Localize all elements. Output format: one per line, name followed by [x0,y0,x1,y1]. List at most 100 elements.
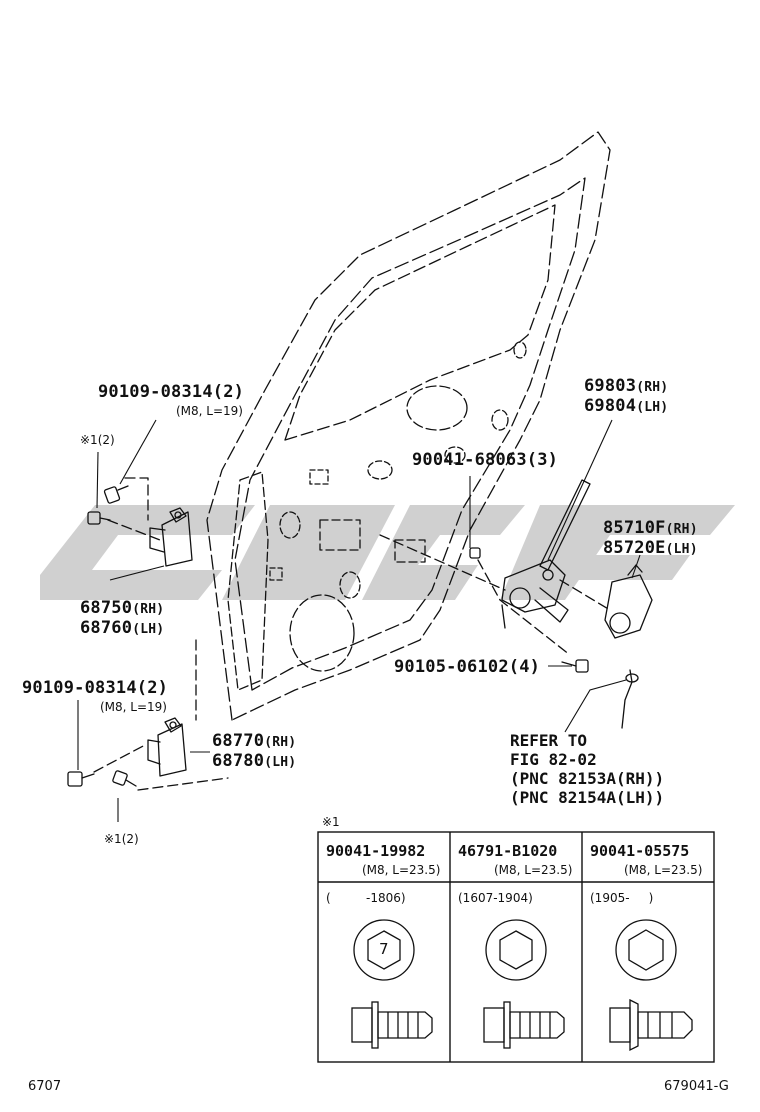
window-regulator-shape [501,479,591,629]
panel-hole [319,519,361,551]
side-tag: (LH) [636,400,669,415]
alignment-line [477,559,571,656]
alignment-line [379,534,506,591]
motor-rh-callout: 85710F(RH) [603,520,698,537]
panel-hole [444,446,466,464]
note-lower-label: ※1(2) [104,832,139,846]
bolt-lower-shape [67,770,137,787]
part-number: 85710F [603,518,666,538]
hinge-upper-lh-callout: 68760(LH) [80,620,164,637]
hinge-lower-lh-callout: 68780(LH) [212,753,296,770]
part-number: 68750 [80,598,133,618]
panel-hole [339,571,361,599]
alignment-line [137,777,229,791]
part-number: 68780 [212,751,265,771]
panel-hole [491,409,509,431]
side-tag: (RH) [636,380,669,395]
part-number: 90109-08314 [98,382,213,402]
refer-line-4: (PNC 82154A(LH)) [510,788,665,807]
note-upper-label: ※1(2) [80,433,115,447]
alignment-line [107,519,161,541]
part-number: 69803 [584,376,637,396]
panel-hole [289,594,355,672]
flange-bolt-side-view [609,998,693,1052]
table-date-range: -1806) [366,891,406,905]
side-tag: (LH) [665,542,698,557]
regulator-lh-callout: 69804(LH) [584,398,668,415]
table-date-range: (1607-1904) [458,891,533,905]
quantity: (4) [508,657,541,677]
panel-hole [406,385,468,431]
part-number: 85720E [603,538,666,558]
table-range-open: ( [326,891,331,905]
table-part-number: 90041-05575 [590,842,690,860]
alignment-line [559,579,611,611]
leader-line [631,554,641,579]
table-date-range: (1905- ) [590,891,654,905]
upper-hinge-shape [149,507,193,567]
leader-line [119,419,157,485]
panel-hole [367,460,393,480]
lower-hinge-shape [147,717,187,777]
part-number: 68760 [80,618,133,638]
door-frame-inner [234,177,586,691]
bolt-lower-spec: (M8, L=19) [100,700,167,714]
refer-line-2: FIG 82-02 [510,750,597,769]
alignment-line [124,477,149,521]
part-number: 68770 [212,731,265,751]
table-part-spec: (M8, L=23.5) [362,863,441,877]
hinge-lower-rh-callout: 68770(RH) [212,733,296,750]
window-opening [284,204,556,441]
alignment-line [93,744,146,773]
part-number: 90105-06102 [394,657,509,677]
side-tag: (RH) [132,602,165,617]
quantity: (2) [136,678,169,698]
part-number: 69804 [584,396,637,416]
bolt-upper-spec: (M8, L=19) [176,404,243,418]
leader-line [564,679,627,733]
door-frame-outer [206,131,611,721]
side-tag: (LH) [264,755,297,770]
quantity: (3) [526,450,559,470]
footer-right-code: 679041-G [664,1079,729,1094]
flange-nut-top-view [353,919,415,981]
table-note-mark: ※1 [322,815,340,829]
panel-hole [279,511,301,539]
table-part-number: 90041-19982 [326,842,426,860]
panel-hole [309,469,329,485]
table-part-spec: (M8, L=23.5) [494,863,573,877]
flange-bolt-side-view [351,1001,433,1049]
part-number: 90109-08314 [22,678,137,698]
table-part-number: 46791-B1020 [458,842,558,860]
footer-left-code: 6707 [28,1079,62,1094]
side-tag: (LH) [132,622,165,637]
refer-line-1: REFER TO [510,731,588,750]
regulator-motor-shape [604,564,653,729]
quantity: (2) [212,382,245,402]
flange-bolt-side-view [483,1001,565,1049]
bolt-lower-callout: 90109-08314(2) [22,680,168,697]
refer-line-3: (PNC 82153A(RH)) [510,769,665,788]
flange-nut-top-view [485,919,547,981]
leader-line [547,419,613,561]
bolt-motor-shape [561,659,589,673]
panel-hole [513,341,527,359]
flange-nut-top-view [615,919,677,981]
bolt-regulator-shape [469,547,481,559]
bolt-table-grid [317,831,715,1063]
motor-lh-callout: 85720E(LH) [603,540,698,557]
nut-stamp-label: 7 [379,940,389,958]
side-tag: (RH) [665,522,698,537]
leader-line [109,565,165,581]
part-number: 90041-68063 [412,450,527,470]
bolt-motor-callout: 90105-06102(4) [394,659,540,676]
table-part-spec: (M8, L=23.5) [624,863,703,877]
panel-hole [394,539,426,563]
bolt-upper-callout: 90109-08314(2) [98,384,244,401]
regulator-rh-callout: 69803(RH) [584,378,668,395]
panel-hole [269,567,283,581]
bolt-upper-shape [87,485,129,525]
bolt-regulator-callout: 90041-68063(3) [412,452,558,469]
